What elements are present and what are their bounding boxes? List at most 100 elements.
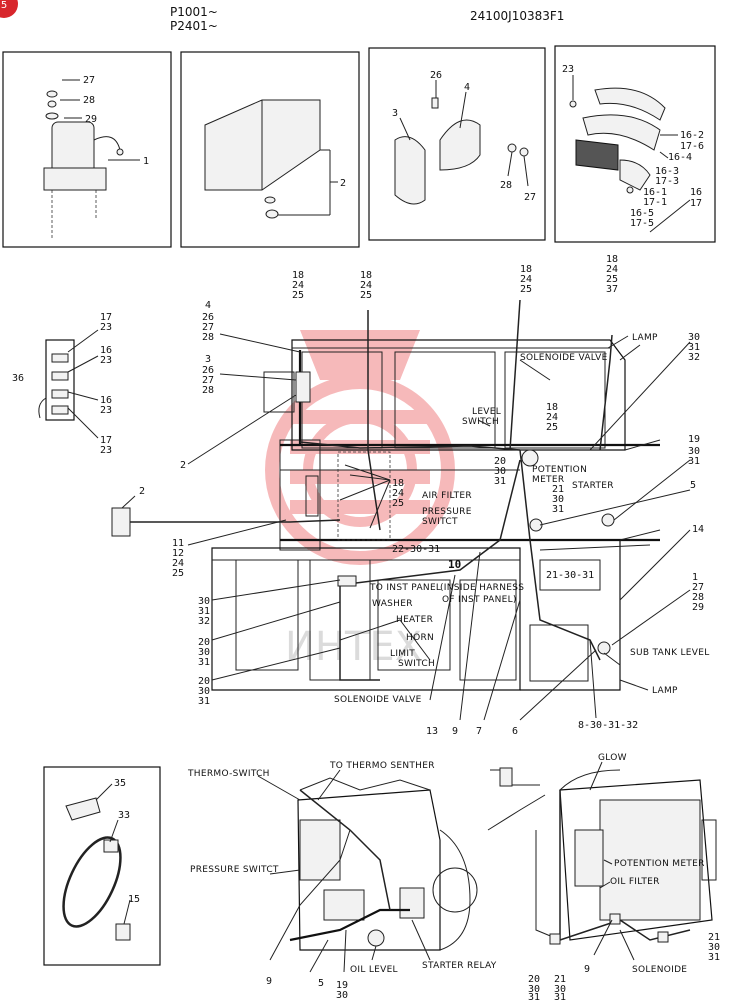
svg-text:PRESSURE SWITCT: PRESSURE SWITCT bbox=[190, 865, 279, 875]
svg-text:24: 24 bbox=[292, 280, 304, 291]
left-label-group-9: 20 30 31 bbox=[198, 637, 210, 668]
svg-text:25: 25 bbox=[392, 498, 404, 509]
svg-text:17-6: 17-6 bbox=[680, 141, 704, 152]
leader-lines bbox=[187, 333, 691, 721]
svg-text:29: 29 bbox=[692, 602, 704, 613]
top-label-group-1: 18 24 25 bbox=[292, 270, 304, 301]
svg-text:16-2: 16-2 bbox=[680, 130, 704, 141]
svg-text:SUB TANK LEVEL: SUB TANK LEVEL bbox=[630, 648, 710, 658]
svg-text:23: 23 bbox=[100, 355, 112, 366]
svg-text:16: 16 bbox=[100, 395, 112, 406]
svg-text:8-30-31-32: 8-30-31-32 bbox=[578, 720, 638, 731]
svg-text:17: 17 bbox=[690, 198, 702, 209]
inside-harness-label-2: OF INST PANEL) bbox=[442, 595, 517, 605]
right-label-group-4: 18 24 25 bbox=[546, 402, 558, 433]
svg-text:WASHER: WASHER bbox=[372, 599, 413, 609]
watermark-text: ИНТЕХ bbox=[285, 624, 422, 670]
svg-text:30: 30 bbox=[528, 984, 540, 995]
svg-text:4: 4 bbox=[464, 82, 470, 93]
svg-text:17: 17 bbox=[100, 435, 112, 446]
svg-text:16-5: 16-5 bbox=[630, 208, 654, 219]
svg-text:24: 24 bbox=[172, 558, 184, 569]
svg-text:20: 20 bbox=[198, 637, 210, 648]
svg-text:5: 5 bbox=[318, 978, 324, 989]
svg-text:23: 23 bbox=[100, 322, 112, 333]
svg-text:30: 30 bbox=[198, 596, 210, 607]
svg-text:SOLENOIDE VALVE: SOLENOIDE VALVE bbox=[520, 353, 608, 363]
left-label-group-3: 17 23 bbox=[100, 312, 112, 333]
svg-text:15: 15 bbox=[128, 894, 140, 905]
left-label-group-5: 16 23 bbox=[100, 395, 112, 416]
svg-text:STARTER: STARTER bbox=[572, 481, 614, 491]
svg-text:7: 7 bbox=[476, 726, 482, 737]
svg-text:30: 30 bbox=[688, 446, 700, 457]
svg-text:31: 31 bbox=[528, 992, 540, 1000]
inside-harness-label-1: (INSIDE HARNESS bbox=[440, 583, 524, 593]
svg-text:23: 23 bbox=[100, 405, 112, 416]
svg-text:30: 30 bbox=[336, 990, 348, 1000]
svg-text:THERMO-SWITCH: THERMO-SWITCH bbox=[187, 769, 270, 779]
svg-text:16-1: 16-1 bbox=[643, 187, 667, 198]
svg-text:16-4: 16-4 bbox=[668, 152, 692, 163]
detail-box-brackets: 26 4 3 28 27 bbox=[368, 47, 546, 241]
svg-text:30: 30 bbox=[198, 647, 210, 658]
svg-text:23: 23 bbox=[100, 445, 112, 456]
svg-text:17-1: 17-1 bbox=[643, 197, 667, 208]
svg-text:22-30-31: 22-30-31 bbox=[392, 544, 440, 555]
svg-text:HORN: HORN bbox=[406, 633, 434, 643]
left-label-group-4: 16 23 bbox=[100, 345, 112, 366]
pressure-label-1: PRESSURE bbox=[422, 507, 472, 517]
engine-right-view: GLOW POTENTION METER OIL FILTER SOLENOID… bbox=[487, 753, 720, 1000]
svg-text:1: 1 bbox=[143, 156, 149, 167]
svg-text:24: 24 bbox=[546, 412, 558, 423]
svg-text:31: 31 bbox=[688, 456, 700, 467]
limit-switch-label-2: SWITCH bbox=[398, 659, 435, 669]
svg-text:11: 11 bbox=[172, 538, 184, 549]
svg-text:28: 28 bbox=[500, 180, 512, 191]
svg-text:5: 5 bbox=[1, 0, 7, 11]
svg-text:OIL LEVEL: OIL LEVEL bbox=[350, 965, 398, 975]
svg-text:9: 9 bbox=[584, 964, 590, 975]
svg-text:4: 4 bbox=[205, 300, 211, 311]
svg-text:18: 18 bbox=[520, 264, 532, 275]
svg-text:30: 30 bbox=[708, 942, 720, 953]
svg-text:2: 2 bbox=[180, 460, 186, 471]
svg-text:25: 25 bbox=[546, 422, 558, 433]
detail-box-strap: 35 33 15 bbox=[43, 766, 161, 966]
svg-text:24: 24 bbox=[520, 274, 532, 285]
svg-text:10: 10 bbox=[448, 558, 461, 571]
svg-text:21: 21 bbox=[554, 974, 566, 985]
svg-text:27: 27 bbox=[524, 192, 536, 203]
level-switch-label-1: LEVEL bbox=[472, 407, 501, 417]
svg-text:18: 18 bbox=[546, 402, 558, 413]
svg-text:26: 26 bbox=[430, 70, 442, 81]
left-label-group-2: 3 26 27 28 bbox=[202, 354, 214, 396]
svg-text:27: 27 bbox=[83, 75, 95, 86]
svg-text:26: 26 bbox=[202, 312, 214, 323]
wire-harness bbox=[125, 299, 651, 681]
svg-text:20: 20 bbox=[494, 456, 506, 467]
left-label-group-6: 17 23 bbox=[100, 435, 112, 456]
svg-text:1: 1 bbox=[692, 572, 698, 583]
svg-text:16: 16 bbox=[100, 345, 112, 356]
svg-text:25: 25 bbox=[292, 290, 304, 301]
right-label-group-5: 18 24 25 bbox=[392, 478, 404, 509]
svg-text:19: 19 bbox=[688, 434, 700, 445]
svg-text:19: 19 bbox=[336, 980, 348, 991]
svg-text:23: 23 bbox=[562, 64, 574, 75]
svg-text:27: 27 bbox=[202, 322, 214, 333]
single-labels: 36 2 2 5 14 10 22-30-31 21-30-31 13 9 7 … bbox=[12, 373, 704, 737]
svg-text:16-3: 16-3 bbox=[655, 166, 679, 177]
svg-text:28: 28 bbox=[202, 385, 214, 396]
svg-text:31: 31 bbox=[198, 657, 210, 668]
svg-text:12: 12 bbox=[172, 548, 184, 559]
svg-text:OIL FILTER: OIL FILTER bbox=[610, 877, 660, 887]
svg-text:26: 26 bbox=[202, 365, 214, 376]
svg-text:21-30-31: 21-30-31 bbox=[546, 570, 594, 581]
serial-range-1: P1001~ bbox=[170, 5, 218, 19]
svg-text:18: 18 bbox=[392, 478, 404, 489]
level-switch-label-2: SWITCH bbox=[462, 417, 499, 427]
left-label-group-8: 30 31 32 bbox=[198, 596, 210, 627]
svg-text:31: 31 bbox=[198, 606, 210, 617]
svg-text:SOLENOIDE VALVE: SOLENOIDE VALVE bbox=[334, 695, 422, 705]
